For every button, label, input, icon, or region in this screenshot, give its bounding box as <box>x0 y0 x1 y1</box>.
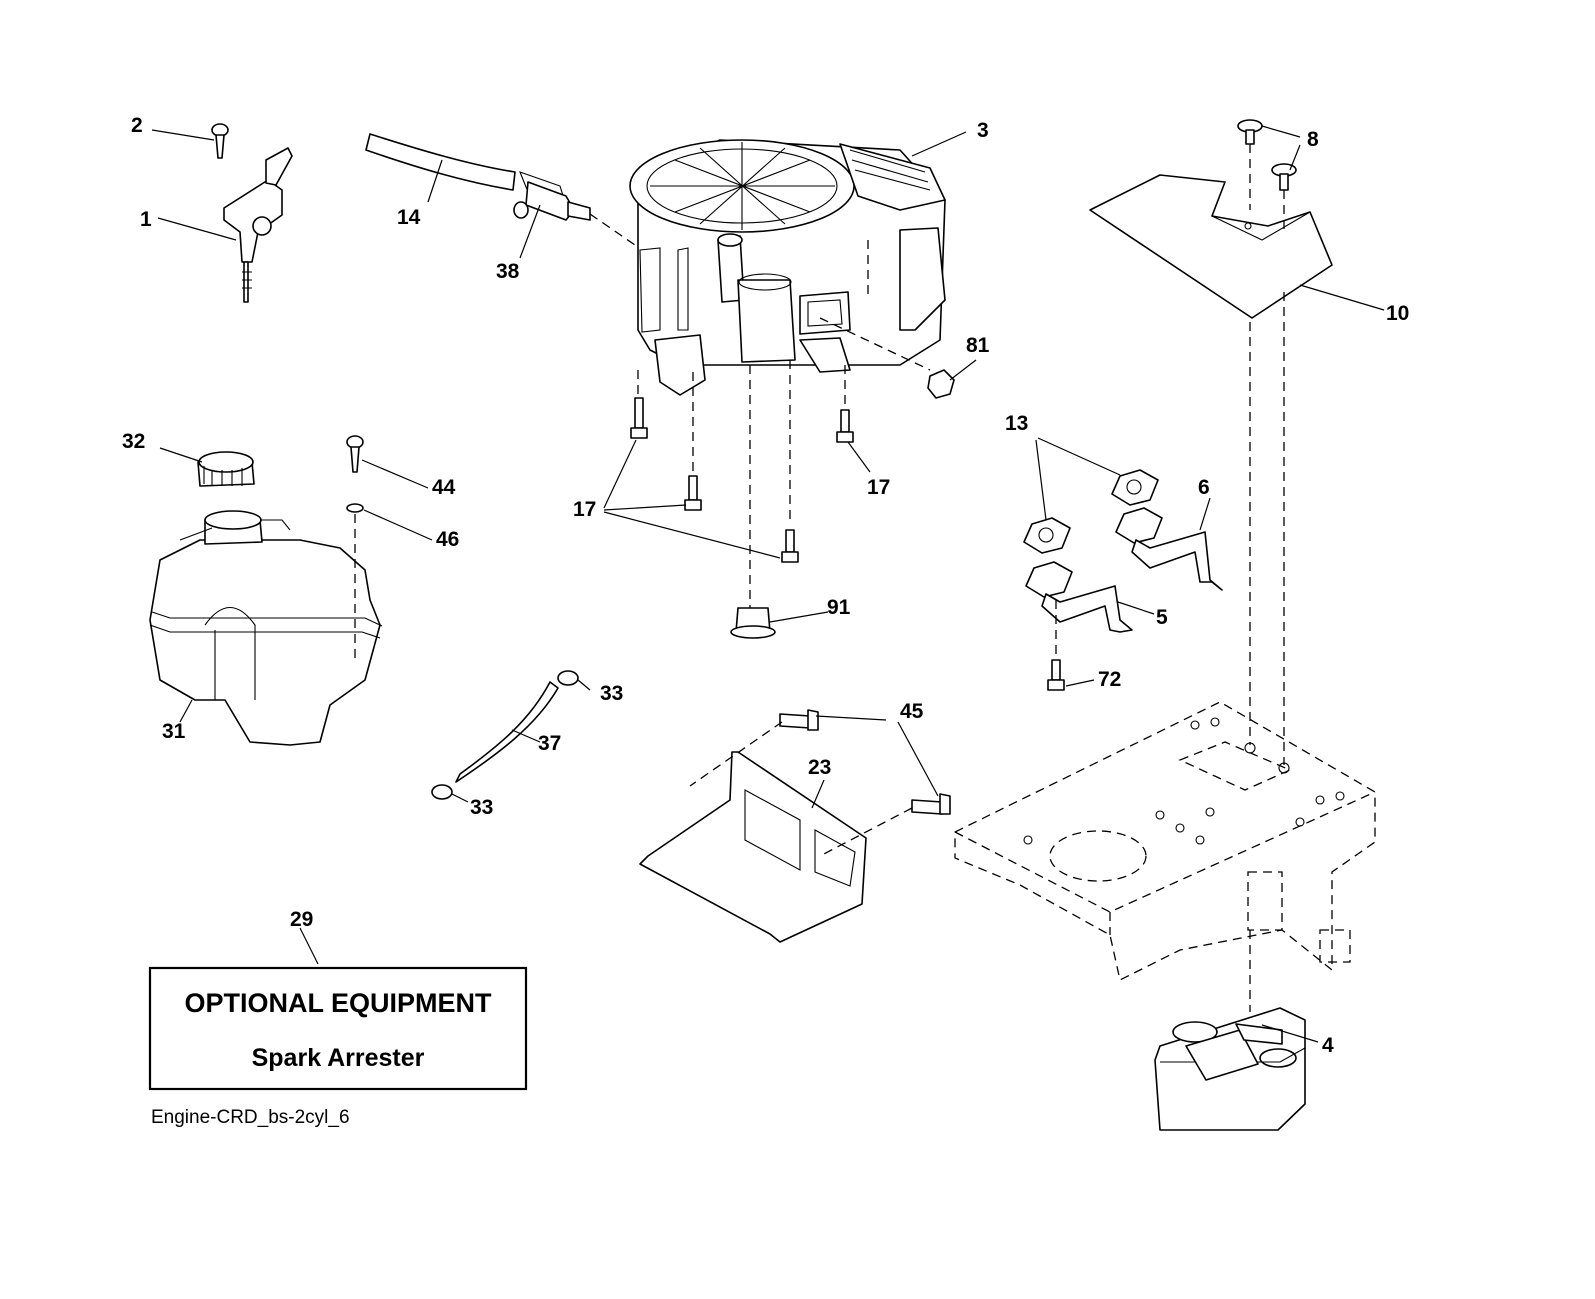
chassis-frame <box>954 701 1376 981</box>
exhaust-bolt-part <box>1047 659 1065 691</box>
callout-33-top: 33 <box>600 682 623 705</box>
callout-2: 2 <box>131 114 143 137</box>
callout-1: 1 <box>140 208 152 231</box>
engine-part <box>629 139 946 396</box>
fuel-cap-part <box>197 451 255 487</box>
throttle-control-part <box>223 147 293 303</box>
callout-6: 6 <box>1198 476 1210 499</box>
screw-part <box>211 123 229 159</box>
engine-shield-part <box>639 751 867 943</box>
callout-38: 38 <box>496 260 520 283</box>
exhaust-gasket-part <box>1023 469 1159 554</box>
callout-37: 37 <box>538 732 561 755</box>
bolt-part <box>630 397 854 563</box>
nut-part <box>927 369 955 399</box>
callout-17-right: 17 <box>867 476 890 499</box>
figure-id: Engine-CRD_bs-2cyl_6 <box>151 1107 350 1128</box>
exhaust-pipe-part <box>1025 507 1223 633</box>
fuel-hose-part <box>455 681 559 783</box>
fuel-filter-part <box>513 181 591 221</box>
hose-clamp-part <box>431 670 579 800</box>
callout-31: 31 <box>162 720 186 743</box>
callout-33-bottom: 33 <box>470 796 493 819</box>
callout-45: 45 <box>900 700 924 723</box>
plug-part <box>730 607 776 639</box>
callout-8: 8 <box>1307 128 1319 151</box>
callout-13: 13 <box>1005 412 1028 435</box>
muffler-part <box>1154 1007 1306 1131</box>
fuel-tank-part <box>149 510 383 746</box>
callout-72: 72 <box>1098 668 1121 691</box>
callout-14: 14 <box>397 206 421 229</box>
heat-shield-part <box>1089 174 1333 319</box>
optional-equipment-box: OPTIONAL EQUIPMENT Spark Arrester <box>148 966 528 1091</box>
callout-5: 5 <box>1156 606 1168 629</box>
optional-equipment-subtitle: Spark Arrester <box>252 1044 425 1072</box>
callout-91: 91 <box>827 596 851 619</box>
callout-81: 81 <box>966 334 990 357</box>
callout-44: 44 <box>432 476 456 499</box>
optional-equipment-title: OPTIONAL EQUIPMENT <box>184 988 492 1018</box>
tank-screw-part <box>346 435 364 513</box>
callout-10: 10 <box>1386 302 1409 325</box>
callout-17-left: 17 <box>573 498 596 521</box>
callout-32: 32 <box>122 430 145 453</box>
callout-29: 29 <box>290 908 313 931</box>
callout-46: 46 <box>436 528 459 551</box>
callout-23: 23 <box>808 756 831 779</box>
callout-3: 3 <box>977 119 989 142</box>
heat-shield-screw-part <box>1237 119 1297 191</box>
callout-4: 4 <box>1322 1034 1334 1057</box>
